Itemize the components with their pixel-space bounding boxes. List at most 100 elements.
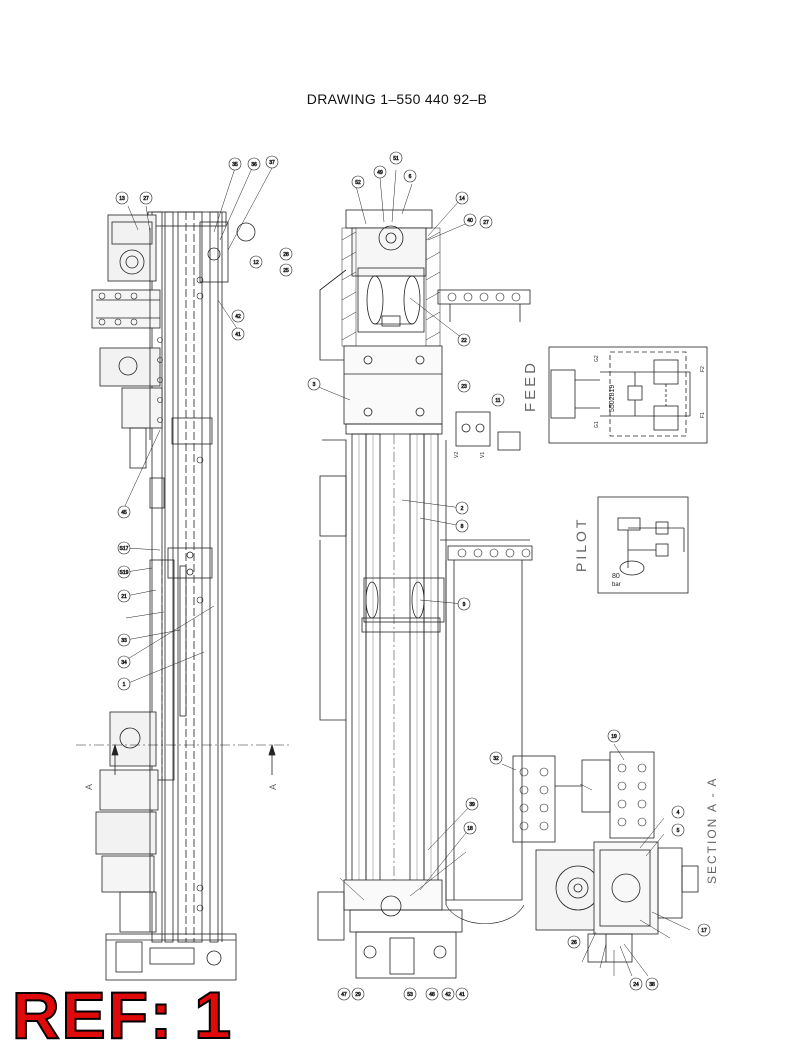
svg-text:5: 5 <box>677 828 680 834</box>
callout-34: 34 <box>117 655 131 669</box>
callout-5: 5 <box>671 823 685 837</box>
port-v2: V2 <box>454 452 460 458</box>
callout-12: 12 <box>249 255 263 269</box>
callout-18: 18 <box>463 821 477 835</box>
svg-text:39: 39 <box>469 802 475 808</box>
callout-33: 33 <box>117 633 131 647</box>
callout-36: 36 <box>247 157 261 171</box>
svg-text:32: 32 <box>493 756 499 762</box>
callout-2: 2 <box>455 501 469 515</box>
svg-text:33: 33 <box>121 638 127 644</box>
svg-text:14: 14 <box>459 196 465 202</box>
port-v1: V1 <box>480 452 486 458</box>
svg-text:6: 6 <box>409 174 412 180</box>
svg-text:34: 34 <box>121 660 127 666</box>
callout-48: 48 <box>425 987 439 1001</box>
svg-text:13: 13 <box>119 196 125 202</box>
svg-text:3: 3 <box>313 382 316 388</box>
callout-39: 39 <box>465 797 479 811</box>
feed-label: FEED <box>522 360 539 412</box>
svg-text:2: 2 <box>461 506 464 512</box>
svg-text:1: 1 <box>123 682 126 688</box>
svg-text:47: 47 <box>341 992 347 998</box>
callout-19: 19 <box>607 729 621 743</box>
reference-stamp: REF: 1 <box>11 978 234 1052</box>
svg-text:22: 22 <box>461 338 467 344</box>
svg-text:21: 21 <box>121 594 127 600</box>
callout-22: 22 <box>457 333 471 347</box>
svg-text:28: 28 <box>283 252 289 258</box>
callout-29: 29 <box>351 987 365 1001</box>
svg-text:27: 27 <box>483 220 489 226</box>
pilot-schematic <box>597 496 689 594</box>
port-f1: F1 <box>700 412 706 418</box>
svg-text:41: 41 <box>235 332 241 338</box>
callout-25: 25 <box>279 263 293 277</box>
cut-label-right: A <box>268 784 278 790</box>
callout-45: 45 <box>117 505 131 519</box>
callout-8: 8 <box>455 519 469 533</box>
port-g2: G2 <box>594 355 600 362</box>
callout-37: 37 <box>265 155 279 169</box>
section-label: SECTION A - A <box>705 777 719 884</box>
svg-text:37: 37 <box>269 160 275 166</box>
svg-text:11: 11 <box>495 398 500 404</box>
port-g1: G1 <box>594 421 600 428</box>
svg-text:45: 45 <box>121 510 127 516</box>
callout-21: 21 <box>117 589 131 603</box>
svg-text:26: 26 <box>571 940 577 946</box>
svg-text:S19: S19 <box>120 570 129 576</box>
svg-text:38: 38 <box>649 982 655 988</box>
feed-schematic <box>548 346 708 444</box>
drawing-title: DRAWING 1–550 440 92–B <box>306 91 488 107</box>
svg-text:40: 40 <box>467 218 473 224</box>
callout-27: 27 <box>139 191 153 205</box>
callout-42: 42 <box>231 309 245 323</box>
callout-11: 11 <box>491 393 505 407</box>
svg-text:53: 53 <box>407 992 413 998</box>
svg-text:8: 8 <box>461 524 464 530</box>
cut-label-left: A <box>84 784 94 790</box>
callout-51: 51 <box>389 151 403 165</box>
svg-text:29: 29 <box>355 992 361 998</box>
center-cylinder-assembly <box>315 169 533 979</box>
pilot-label: PILOT <box>573 517 589 572</box>
svg-text:49: 49 <box>377 170 383 176</box>
callout-24: 24 <box>629 977 643 991</box>
pressure-value: 80 <box>612 573 620 580</box>
callout-6: 6 <box>403 169 417 183</box>
callout-42-center: 42 <box>441 987 455 1001</box>
svg-text:9: 9 <box>463 602 466 608</box>
callout-28: 28 <box>279 247 293 261</box>
callout-41: 41 <box>231 327 245 341</box>
callout-40: 40 <box>463 213 477 227</box>
svg-text:27: 27 <box>143 196 149 202</box>
svg-text:52: 52 <box>355 180 361 186</box>
svg-text:48: 48 <box>429 992 435 998</box>
svg-text:42: 42 <box>235 314 241 320</box>
callout-41-center: 41 <box>455 987 469 1001</box>
left-feed-assembly <box>76 167 290 981</box>
svg-text:23: 23 <box>461 384 467 390</box>
callout-s17: S17 <box>117 541 131 555</box>
callout-23: 23 <box>457 379 471 393</box>
svg-text:51: 51 <box>393 156 399 162</box>
section-a-a-view <box>501 743 699 977</box>
svg-text:S17: S17 <box>120 546 129 552</box>
callout-3: 3 <box>307 377 321 391</box>
svg-text:42: 42 <box>445 992 451 998</box>
svg-text:25: 25 <box>283 268 289 274</box>
svg-text:18: 18 <box>467 826 473 832</box>
callout-9: 9 <box>457 597 471 611</box>
svg-text:36: 36 <box>251 162 257 168</box>
callout-35: 35 <box>228 157 242 171</box>
callout-13: 13 <box>115 191 129 205</box>
callout-4: 4 <box>671 805 685 819</box>
callout-27-center: 27 <box>479 215 493 229</box>
callout-32: 32 <box>489 751 503 765</box>
callout-14: 14 <box>455 191 469 205</box>
callout-38: 38 <box>645 977 659 991</box>
callout-s19: S19 <box>117 565 131 579</box>
callout-52: 52 <box>351 175 365 189</box>
